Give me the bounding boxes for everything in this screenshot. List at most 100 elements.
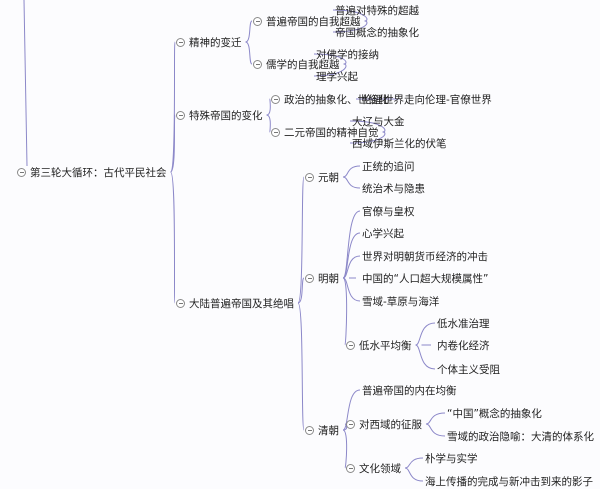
connector-line	[297, 277, 305, 304]
connector-line	[342, 210, 361, 279]
collapse-icon[interactable]	[253, 16, 262, 26]
leaf-node[interactable]: 统治术与隐患	[361, 180, 426, 196]
leaf-node[interactable]: 理学兴起	[315, 68, 359, 84]
node-label: “中国”概念的抽象化	[447, 407, 542, 420]
connector-line	[425, 423, 446, 437]
leaf-node[interactable]: 大辽与大金	[351, 113, 406, 129]
connector-line	[170, 171, 176, 304]
leaf-node[interactable]: 伦理世界走向伦理-官僚世界	[361, 91, 493, 107]
node-label: 清朝	[318, 424, 339, 437]
leaf-node[interactable]: 普遍对特殊的超越	[334, 2, 420, 18]
collapse-icon[interactable]	[17, 167, 26, 177]
connector-line	[342, 165, 361, 178]
connector-line	[266, 98, 271, 116]
connector-line	[297, 302, 305, 431]
node-label: 普遍帝国的自我超越	[266, 15, 361, 28]
collapse-icon[interactable]	[253, 59, 262, 69]
node-label: 文化领域	[359, 462, 401, 475]
collapse-icon[interactable]	[271, 94, 280, 104]
collapse-icon[interactable]	[305, 172, 314, 182]
node-label: 雪域的政治隐喻：大清的体系化	[447, 430, 594, 443]
node-yuan-dynasty[interactable]: 元朝	[305, 169, 340, 185]
node-low-level-equilibrium[interactable]: 低水平均衡	[346, 337, 413, 353]
node-label: 海上传播的完成与新冲击到来的影子	[425, 475, 593, 488]
node-label: 世界对明朝货币经济的冲击	[362, 250, 488, 263]
node-label: 正统的追问	[362, 160, 415, 173]
node-label: 大辽与大金	[352, 115, 405, 128]
node-label: 元朝	[318, 171, 339, 184]
leaf-node[interactable]: 西域伊斯兰化的伏笔	[351, 135, 448, 151]
node-label: 政治的抽象化、世俗化	[284, 93, 389, 106]
node-confucian-transcendence[interactable]: 儒学的自我超越	[253, 56, 341, 72]
node-label: 官僚与皇权	[362, 205, 415, 218]
node-qing-dynasty[interactable]: 清朝	[305, 422, 340, 438]
node-label: 对佛学的接纳	[316, 48, 379, 61]
node-label: 对西域的征服	[359, 418, 422, 431]
node-branch-special-empire[interactable]: 特殊帝国的变化	[176, 107, 264, 123]
node-label: 理学兴起	[316, 70, 358, 83]
node-label: 统治术与隐患	[362, 182, 425, 195]
connector-line	[342, 277, 361, 302]
leaf-node[interactable]: 低水准治理	[436, 315, 491, 331]
collapse-icon[interactable]	[271, 127, 280, 137]
collapse-icon[interactable]	[346, 419, 355, 429]
node-label: 帝国概念的抽象化	[335, 26, 419, 39]
leaf-node[interactable]: 中国的“人口超大规模属性”	[361, 270, 489, 286]
leaf-node[interactable]: 世界对明朝货币经济的冲击	[361, 248, 489, 264]
leaf-node[interactable]: 个体主义受阻	[436, 361, 501, 377]
root-upward-line	[23, 0, 28, 167]
collapse-icon[interactable]	[176, 37, 185, 47]
leaf-node[interactable]: 帝国概念的抽象化	[334, 24, 420, 40]
collapse-icon[interactable]	[176, 298, 185, 308]
leaf-node[interactable]: 雪域的政治隐喻：大清的体系化	[446, 428, 595, 444]
connector-line	[404, 457, 424, 469]
node-label: 低水平均衡	[359, 339, 412, 352]
node-label: 中国的“人口超大规模属性”	[362, 272, 489, 285]
connector-line	[415, 322, 436, 346]
collapse-icon[interactable]	[176, 110, 185, 120]
node-label: 大陆普遍帝国及其绝唱	[189, 297, 294, 310]
connector-line	[266, 114, 271, 133]
leaf-node[interactable]: 正统的追问	[361, 158, 416, 174]
node-universal-empire-transcendence[interactable]: 普遍帝国的自我超越	[253, 13, 362, 29]
node-western-conquest[interactable]: 对西域的征服	[346, 416, 423, 432]
leaf-node[interactable]: 官僚与皇权	[361, 203, 416, 219]
node-label: 普遍对特殊的超越	[335, 4, 419, 17]
node-branch-continental-empire[interactable]: 大陆普遍帝国及其绝唱	[176, 295, 295, 311]
root-node[interactable]: 第三轮大循环：古代平民社会	[17, 164, 168, 180]
collapse-icon[interactable]	[346, 340, 355, 350]
leaf-node[interactable]: 朴学与实学	[424, 450, 479, 466]
connector-line	[342, 176, 361, 189]
connector-line	[415, 344, 436, 370]
leaf-node[interactable]: 普遍帝国的内在均衡	[361, 382, 458, 398]
node-label: 精神的变迁	[189, 36, 242, 49]
node-label: 第三轮大循环：古代平民社会	[30, 166, 167, 179]
connector-line	[297, 176, 305, 304]
collapse-icon[interactable]	[305, 273, 314, 283]
collapse-icon[interactable]	[346, 463, 355, 473]
leaf-node[interactable]: 心学兴起	[361, 225, 405, 241]
node-label: 内卷化经济	[437, 339, 490, 352]
node-label: 二元帝国的精神自觉	[284, 126, 379, 139]
node-dual-empire-awareness[interactable]: 二元帝国的精神自觉	[271, 124, 380, 140]
node-label: 朴学与实学	[425, 452, 478, 465]
connector-line	[170, 41, 176, 173]
node-label: 普遍帝国的内在均衡	[362, 384, 457, 397]
node-label: 西域伊斯兰化的伏笔	[352, 137, 447, 150]
node-ming-dynasty[interactable]: 明朝	[305, 270, 340, 286]
leaf-node[interactable]: 雪域-草原与海洋	[361, 293, 440, 309]
leaf-node[interactable]: 对佛学的接纳	[315, 46, 380, 62]
node-cultural-domain[interactable]: 文化领域	[346, 460, 402, 476]
node-label: 特殊帝国的变化	[189, 109, 263, 122]
node-branch-spirit[interactable]: 精神的变迁	[176, 34, 243, 50]
node-political-abstraction[interactable]: 政治的抽象化、世俗化	[271, 91, 390, 107]
collapse-icon[interactable]	[305, 425, 314, 435]
leaf-node[interactable]: “中国”概念的抽象化	[446, 405, 543, 421]
node-label: 低水准治理	[437, 317, 490, 330]
connector-line	[170, 114, 176, 173]
leaf-node[interactable]: 内卷化经济	[436, 337, 491, 353]
leaf-node[interactable]: 海上传播的完成与新冲击到来的影子	[424, 473, 594, 489]
node-label: 个体主义受阻	[437, 363, 500, 376]
node-label: 伦理世界走向伦理-官僚世界	[362, 93, 492, 106]
node-label: 心学兴起	[362, 227, 404, 240]
